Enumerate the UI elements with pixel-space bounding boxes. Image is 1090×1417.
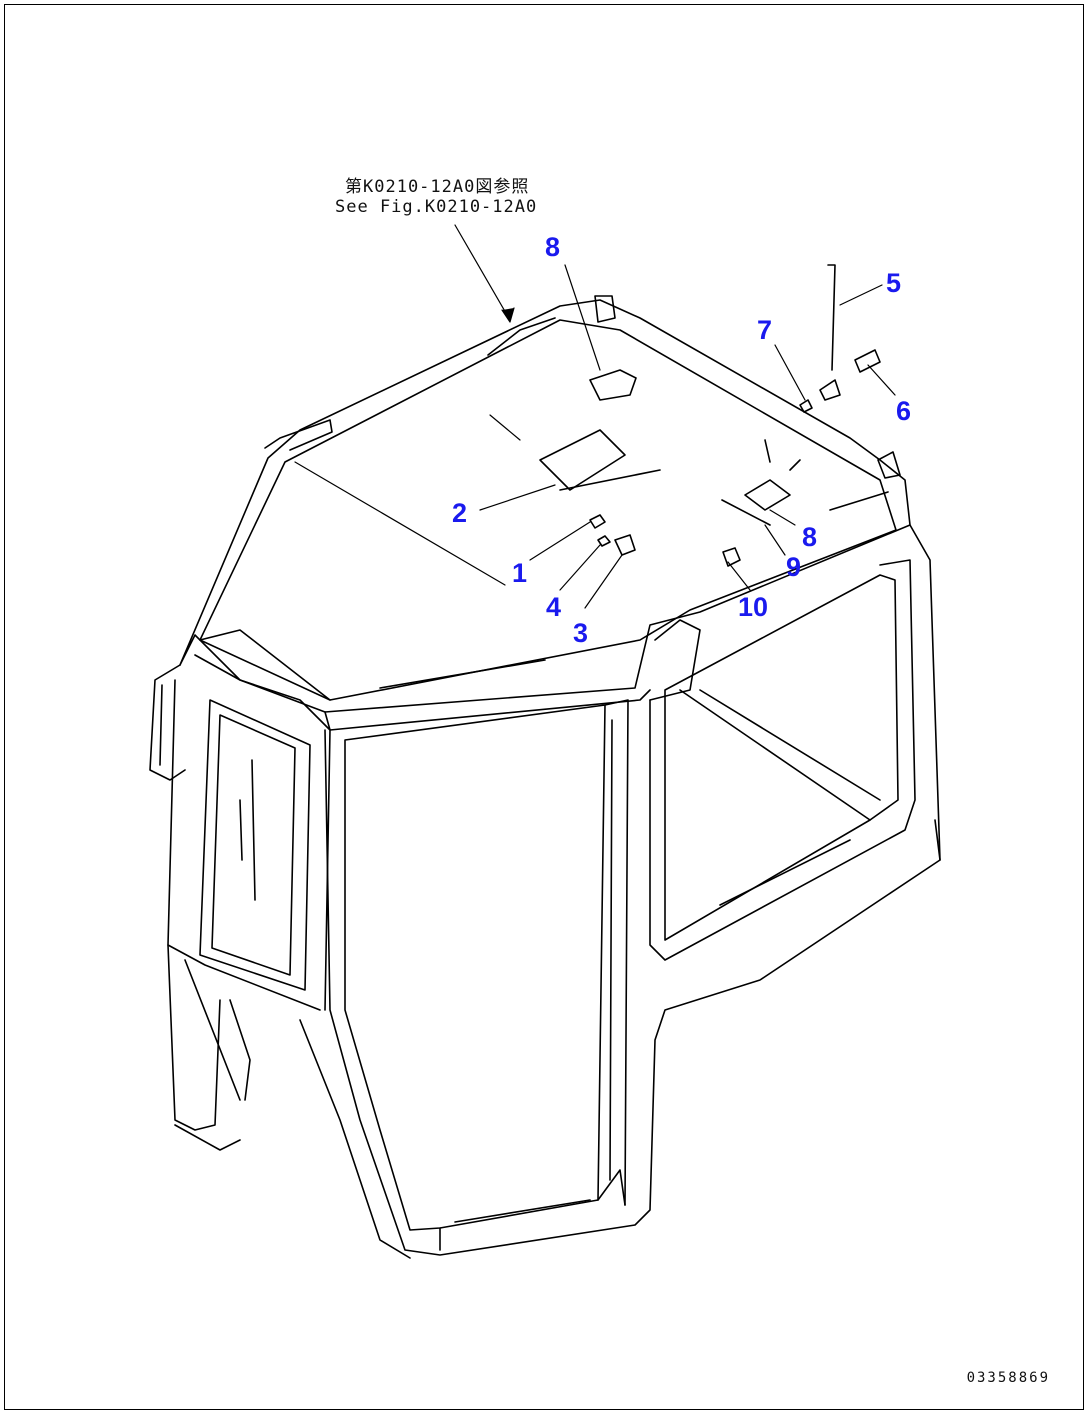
callout-9: 9 (786, 552, 802, 582)
front-door-frame (299, 699, 941, 1259)
leader-lines (294, 224, 896, 609)
drawing-frame (4, 4, 1084, 1410)
callout-7: 7 (757, 315, 773, 345)
part-2 (539, 429, 626, 491)
right-side-frame (649, 524, 941, 961)
callout-8-upper: 8 (545, 232, 561, 262)
callout-10: 10 (738, 592, 769, 622)
callout-6: 6 (896, 396, 912, 426)
figure-code: 03358869 (966, 1370, 1050, 1386)
reference-leader (454, 224, 511, 321)
part-4 (597, 535, 611, 547)
reference-text-en: See Fig.K0210-12A0 (335, 197, 538, 217)
roof-parts (539, 264, 881, 567)
part-3 (614, 534, 636, 556)
callout-5: 5 (886, 268, 902, 298)
part-7 (799, 399, 813, 413)
callout-4: 4 (546, 592, 562, 622)
roof-panel (179, 295, 911, 731)
part-10 (722, 547, 741, 567)
part-6-nut (854, 349, 881, 373)
part-8-lower (744, 479, 791, 511)
callout-8-lower: 8 (802, 522, 818, 552)
reference-text-jp: 第K0210-12A0図参照 (345, 177, 530, 197)
part-1 (589, 514, 606, 529)
part-9 (721, 499, 771, 526)
callout-1: 1 (512, 558, 528, 588)
part-6-base (819, 379, 841, 401)
callout-3: 3 (573, 618, 589, 648)
part-5-antenna (827, 264, 836, 371)
left-side-frame (149, 654, 331, 1151)
callout-2: 2 (452, 498, 468, 528)
part-8-upper (589, 369, 637, 401)
